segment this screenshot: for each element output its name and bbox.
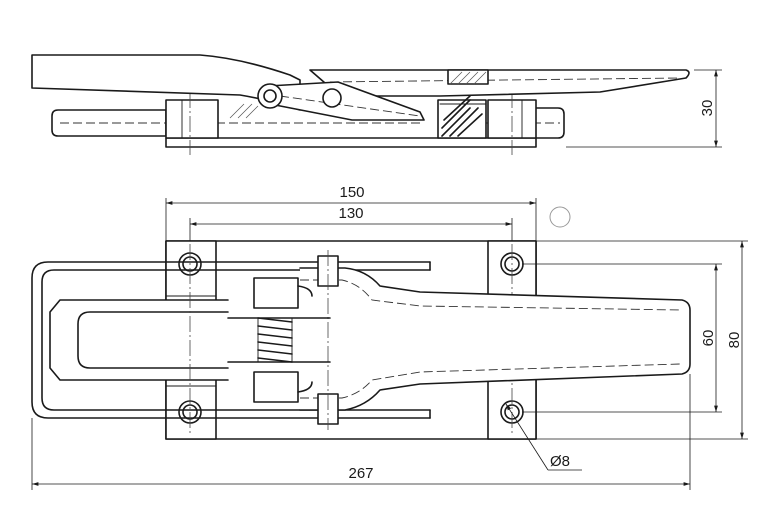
dim-label-130: 130 [338, 205, 363, 222]
dim-label-267: 267 [348, 465, 373, 482]
side-slide-bar [51, 109, 167, 137]
side-spring [439, 95, 487, 137]
dim-label-60: 60 [700, 330, 717, 347]
side-lever-arm [31, 54, 301, 111]
dim-label-150: 150 [339, 184, 364, 201]
dim-label-30: 30 [699, 100, 716, 117]
dim-label-hole: Ø8 [550, 453, 570, 470]
circle-marker-icon [549, 206, 571, 228]
top-wire-bail [31, 261, 431, 419]
side-hook-section [447, 69, 489, 85]
side-lever-bar [309, 69, 690, 97]
side-hinge-block-left [165, 99, 219, 139]
side-view: 30 [31, 54, 722, 155]
dim-label-80: 80 [726, 332, 743, 349]
top-hook-tongue [49, 299, 229, 381]
top-spring-assembly [227, 277, 331, 403]
side-pivot-pin-small [322, 88, 342, 108]
side-base-plate [165, 137, 537, 148]
top-view: 150 130 [31, 184, 748, 490]
side-pivot-pin-large [257, 83, 283, 109]
